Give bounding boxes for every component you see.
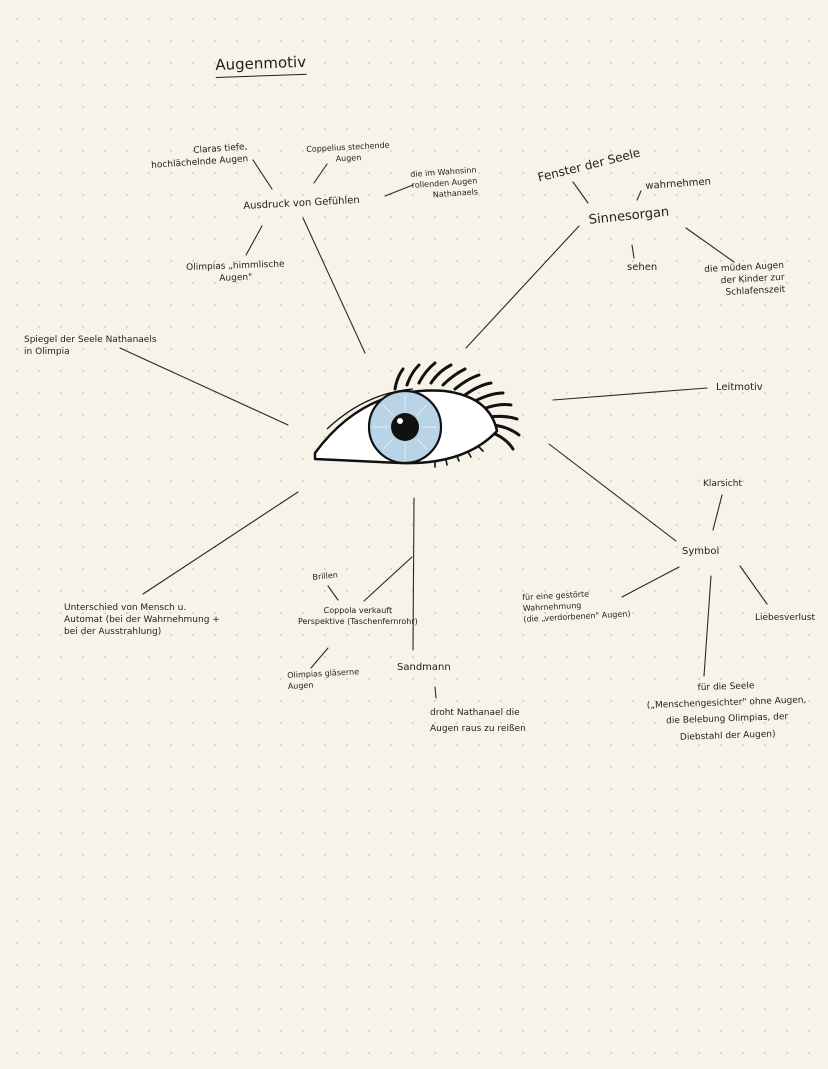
line-symbol-liebesverlust	[739, 565, 768, 605]
node-klarsicht: Klarsicht	[703, 479, 742, 489]
line-eye-leitmotiv	[552, 387, 708, 401]
line-symbol-wahrnehmung	[621, 566, 680, 598]
line-sinnesorgan-kinder	[685, 227, 735, 263]
line-sinnesorgan-sehen	[631, 244, 635, 259]
line-ausdruck-claras	[252, 159, 273, 190]
line-coppola-olimpia	[310, 647, 329, 669]
line-sandmann-droht	[434, 686, 437, 699]
page-title: Augenmotiv	[215, 51, 307, 79]
line-eye-spiegel	[119, 347, 289, 426]
node-sehen: sehen	[627, 262, 658, 273]
line-eye-sinnesorgan	[465, 225, 580, 349]
line-eye-ausdruck	[302, 217, 366, 354]
node-unterschied-mensch-automat: Unterschied von Mensch u. Automat (bei d…	[64, 603, 220, 638]
node-olimpia-himmlische-augen: Olimpias „himmlische Augen"	[186, 259, 285, 284]
line-eye-unterschied	[142, 491, 299, 595]
line-eye-symbol	[548, 443, 677, 542]
line-eye-sandmann	[412, 497, 415, 651]
node-nathanael-augen: die im Wahnsinn rollenden Augen Nathanae…	[410, 165, 479, 200]
node-muede-augen-kinder: die müden Augen der Kinder zur Schlafens…	[704, 260, 786, 299]
node-olimpia-glaeserne-augen: Olimpias gläserne Augen	[287, 667, 360, 691]
line-sinnesorgan-wahrnehmen	[636, 190, 642, 201]
line-sandmann-coppola	[363, 556, 413, 602]
node-coppelius-augen: Coppelius stechende Augen	[306, 140, 390, 164]
node-liebesverlust: Liebesverlust	[755, 613, 815, 623]
node-sandmann: Sandmann	[397, 662, 451, 673]
node-symbol-fuer-die-seele: für die Seele („Menschengesichter" ohne …	[646, 681, 807, 743]
line-ausdruck-nathanael	[384, 184, 414, 197]
node-droht-nathanael: droht Nathanael die Augen raus zu reißen	[430, 708, 526, 735]
node-spiegel-der-seele: Spiegel der Seele Nathanaels in Olimpia	[24, 335, 157, 358]
node-symbol: Symbol	[682, 546, 720, 557]
line-symbol-seele	[703, 575, 712, 677]
node-leitmotiv: Leitmotiv	[716, 382, 763, 393]
line-coppola-brillen	[327, 585, 339, 601]
node-gestoerte-wahrnehmung: für eine gestörte Wahrnehmung (die „verd…	[522, 589, 631, 624]
line-sinnesorgan-fenster	[572, 181, 589, 204]
eye-icon	[313, 361, 521, 468]
line-symbol-klarsicht	[712, 494, 723, 531]
line-ausdruck-olimpia	[245, 225, 263, 256]
line-ausdruck-coppelius	[313, 163, 328, 184]
node-coppola-verkauft: Coppola verkauft Perspektive (Taschenfer…	[298, 606, 418, 626]
